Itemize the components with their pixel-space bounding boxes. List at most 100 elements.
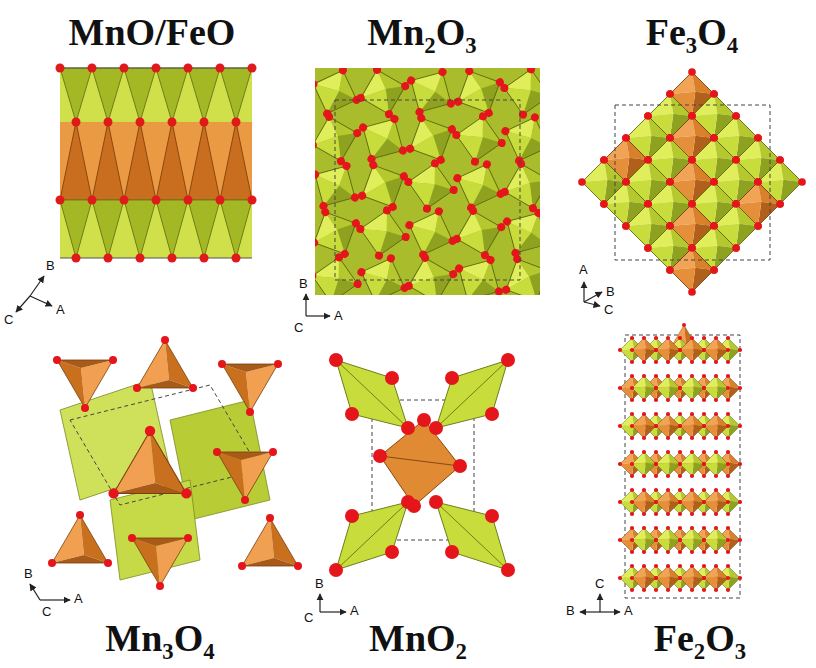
rutile-cell-part-part: [453, 459, 467, 473]
hausmannite-framework-part: [70, 385, 260, 505]
axis-triad-part: [305, 294, 306, 316]
bixbyite-framework-part: [350, 68, 416, 125]
axis-label: B: [24, 566, 33, 581]
rutile-cell-part: [336, 502, 408, 570]
corundum-column: [618, 323, 742, 598]
rutile-cell-part-part: [485, 509, 499, 523]
rutile-cell-part-part: [345, 509, 359, 523]
axis-triad-part: [599, 594, 600, 612]
axis-triad: [16, 276, 620, 612]
hausmannite-framework-part: [218, 360, 282, 416]
rutile-cell-part-part: [373, 449, 387, 463]
hausmannite-framework: [48, 336, 302, 590]
corundum-column-part: [618, 412, 742, 440]
rocksalt-layers-part: [60, 122, 252, 200]
axis-triad-part: [306, 315, 330, 316]
axis-label: B: [315, 576, 324, 591]
rutile-cell-part-part: [485, 407, 499, 421]
rutile-cell-part-part: [417, 413, 431, 427]
rutile-cell-part: [336, 360, 408, 428]
hausmannite-framework-part: [238, 514, 302, 570]
axis-label: A: [579, 262, 588, 277]
bixbyite-framework-part: [398, 247, 464, 295]
bixbyite-framework-part: [346, 102, 420, 176]
rutile-cell-part-part: [501, 353, 515, 367]
spinel-cluster-part: [666, 244, 718, 296]
rocksalt-layers-part: [60, 200, 252, 258]
formula-title: Fe₂O₃: [654, 616, 746, 660]
spinel-cluster-part: [615, 105, 770, 260]
axis-triad-part: [584, 292, 602, 302]
rutile-cell-part: [336, 360, 408, 428]
rutile-cell-part-part: [329, 353, 343, 367]
axis-triad-part: [320, 611, 346, 612]
axis-label: A: [56, 302, 65, 317]
bixbyite-framework-part: [448, 108, 511, 171]
rocksalt-layers-part: [72, 118, 241, 127]
rutile-cell-part: [436, 502, 508, 570]
axis-label: C: [42, 604, 51, 619]
rutile-cell-part-part: [329, 563, 343, 577]
bixbyite-framework-part: [491, 244, 540, 295]
bixbyite-framework-part: [335, 100, 520, 280]
bixbyite-framework-part: [444, 151, 513, 220]
rocksalt-layers-part: [72, 254, 241, 263]
spinel-cluster: [578, 68, 806, 296]
rutile-cell-part: [436, 360, 508, 428]
axis-triad-part: [600, 611, 620, 612]
formula-title: MnO/FeO: [69, 10, 236, 54]
axis-label: A: [74, 591, 83, 606]
axis-triad-part: [16, 296, 30, 312]
axis-triad-part: [319, 594, 320, 612]
rutile-cell-part-part: [407, 499, 421, 513]
rutile-cell-part: [329, 353, 515, 577]
rutile-cell-part: [380, 420, 460, 506]
bixbyite-framework-part: [315, 197, 371, 269]
rutile-cell-part-part: [445, 545, 459, 559]
hausmannite-framework-part: [48, 511, 112, 567]
axis-label: C: [4, 312, 13, 327]
bixbyite-framework-part: [352, 202, 415, 265]
rocksalt-layers-part: [60, 68, 252, 122]
bixbyite-framework-part: [400, 155, 463, 218]
bixbyite-framework-part: [492, 104, 540, 173]
axis-label: B: [46, 258, 55, 273]
bixbyite-framework: [315, 68, 540, 295]
axis-label: C: [604, 302, 613, 317]
formula-title: Mn₃O₄: [105, 616, 214, 660]
axis-triad-part: [30, 584, 40, 600]
rocksalt-layers-part: [60, 122, 252, 200]
rutile-cell-part-part: [345, 407, 359, 421]
rutile-cell-part: [436, 360, 508, 428]
corundum-column-part: [618, 488, 742, 516]
rocksalt-layers-part: [56, 64, 257, 73]
axis-label: B: [566, 603, 575, 618]
axis-triad-part: [30, 296, 52, 306]
corundum-column-part: [618, 564, 742, 592]
rutile-cell-part-part: [385, 371, 399, 385]
axis-label: C: [294, 320, 303, 335]
hausmannite-framework-part: [133, 336, 197, 392]
hausmannite-framework-part: [53, 356, 117, 412]
rutile-cell-part-part: [401, 421, 415, 435]
corundum-column-part: [618, 526, 742, 554]
bixbyite-framework-part: [315, 106, 368, 172]
hausmannite-framework-part: [128, 534, 192, 590]
rocksalt-layers-part: [56, 196, 257, 205]
corundum-column-part: [618, 336, 742, 364]
bixbyite-framework-part: [446, 200, 512, 266]
axis-label: B: [606, 284, 615, 299]
axis-triad-part: [580, 611, 600, 612]
bixbyite-framework-part: [396, 198, 465, 267]
rutile-cell: [329, 353, 515, 577]
rutile-cell-part-part: [429, 495, 443, 509]
rutile-cell-part-part: [385, 545, 399, 559]
rocksalt-layers: [56, 64, 257, 263]
axis-label: A: [334, 308, 343, 323]
bixbyite-framework-part: [494, 153, 540, 219]
rutile-cell-part: [336, 502, 408, 570]
axis-triad-part: [30, 276, 44, 296]
axis-triad-part: [583, 282, 584, 302]
